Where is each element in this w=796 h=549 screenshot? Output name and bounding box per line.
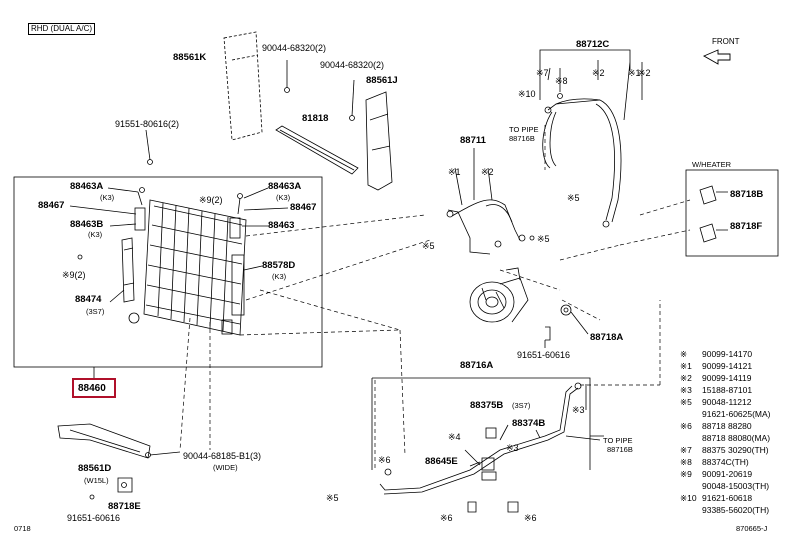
part-88645E[interactable]: 88645E bbox=[425, 456, 458, 467]
part-88718F[interactable]: 88718F bbox=[730, 221, 763, 232]
part-88463A-right[interactable]: 88463A bbox=[268, 181, 302, 192]
part-88375B-sub: (3S7) bbox=[512, 401, 531, 410]
part-88578D[interactable]: 88578D bbox=[262, 260, 296, 271]
star-6[interactable]: ※6 bbox=[378, 455, 391, 465]
star-2b[interactable]: ※2 bbox=[638, 68, 651, 78]
to-pipe-a2: 88716B bbox=[509, 134, 535, 143]
receiver-88474 bbox=[121, 237, 135, 303]
hose-88711 bbox=[447, 199, 521, 255]
part-88578D-sub: (K3) bbox=[272, 272, 287, 281]
star-7[interactable]: ※7 bbox=[536, 68, 549, 78]
part-88463A-left-sub: (K3) bbox=[100, 193, 115, 202]
to-pipe-b2: 88716B bbox=[607, 445, 633, 454]
heater-label: W/HEATER bbox=[692, 160, 732, 169]
pipe-88716A bbox=[379, 385, 573, 491]
part-88375B[interactable]: 88375B bbox=[470, 400, 504, 411]
part-81818[interactable]: 81818 bbox=[302, 113, 329, 124]
part-91651-60616-left[interactable]: 91651-60616 bbox=[67, 513, 121, 523]
star-3a[interactable]: ※3 bbox=[572, 405, 585, 415]
star-5d[interactable]: ※5 bbox=[326, 493, 339, 503]
shroud-88561J bbox=[365, 91, 393, 191]
condenser-group-frame bbox=[13, 176, 323, 368]
seal-81818 bbox=[275, 125, 359, 175]
part-91551-80616[interactable]: 91551-80616(2) bbox=[115, 119, 180, 129]
part-91651-60616-right[interactable]: 91651-60616 bbox=[517, 350, 571, 360]
part-88467-right[interactable]: 88467 bbox=[290, 202, 317, 213]
compressor bbox=[469, 267, 529, 323]
part-88463B[interactable]: 88463B bbox=[70, 219, 104, 230]
part-88716A[interactable]: 88716A bbox=[460, 360, 494, 371]
part-88561K[interactable]: 88561K bbox=[173, 52, 207, 63]
front-label: FRONT bbox=[712, 37, 740, 46]
part-88711[interactable]: 88711 bbox=[460, 135, 486, 146]
part-88474-sub: (3S7) bbox=[86, 307, 105, 316]
star-6c[interactable]: ※6 bbox=[524, 513, 537, 523]
star-5c[interactable]: ※5 bbox=[537, 234, 550, 244]
part-88374B[interactable]: 88374B bbox=[512, 418, 546, 429]
star-2a[interactable]: ※2 bbox=[592, 68, 605, 78]
part-88718A[interactable]: 88718A bbox=[590, 332, 624, 343]
shroud-88561K bbox=[223, 31, 263, 141]
part-star9-right[interactable]: ※9(2) bbox=[199, 195, 223, 205]
to-pipe-b: TO PIPE bbox=[603, 436, 633, 445]
header-tag: RHD (DUAL A/C) bbox=[28, 23, 96, 35]
footer-left-code: 0718 bbox=[14, 524, 31, 533]
star-1b[interactable]: ※1 bbox=[448, 167, 461, 177]
highlight-box[interactable]: 88460 bbox=[72, 378, 116, 398]
part-88712C[interactable]: 88712C bbox=[576, 39, 610, 50]
legend-row: 90048-15003(TH) bbox=[702, 481, 770, 491]
star-3b[interactable]: ※3 bbox=[506, 443, 519, 453]
part-88467-left[interactable]: 88467 bbox=[38, 200, 65, 211]
legend-row: ※90099-14170 bbox=[680, 349, 753, 359]
front-arrow-icon bbox=[702, 49, 731, 65]
legend-row: 88718 88080(MA) bbox=[702, 433, 771, 443]
star-6b[interactable]: ※6 bbox=[440, 513, 453, 523]
part-88463A-left[interactable]: 88463A bbox=[70, 181, 104, 192]
star-4[interactable]: ※4 bbox=[448, 432, 461, 442]
pipe-group-frame bbox=[371, 377, 591, 470]
part-90044-68185-sub: (WIDE) bbox=[213, 463, 238, 472]
heater-box bbox=[685, 169, 779, 257]
star-1a[interactable]: ※1 bbox=[628, 68, 641, 78]
part-88718E[interactable]: 88718E bbox=[108, 501, 141, 512]
part-88463[interactable]: 88463 bbox=[268, 220, 295, 231]
legend-row: 91621-60625(MA) bbox=[702, 409, 771, 419]
footer-right-code: 870665-J bbox=[736, 524, 768, 533]
part-88561D[interactable]: 88561D bbox=[78, 463, 112, 474]
star-8[interactable]: ※8 bbox=[555, 76, 568, 86]
part-88718B[interactable]: 88718B bbox=[730, 189, 764, 200]
star-2c[interactable]: ※2 bbox=[481, 167, 494, 177]
star-10[interactable]: ※10 bbox=[518, 89, 536, 99]
part-90044-68185[interactable]: 90044-68185-B1(3) bbox=[183, 451, 262, 461]
part-88463B-sub: (K3) bbox=[88, 230, 103, 239]
duct-88561D bbox=[57, 423, 151, 459]
star-5b[interactable]: ※5 bbox=[422, 241, 435, 251]
part-88561J[interactable]: 88561J bbox=[366, 75, 398, 86]
part-star9-left[interactable]: ※9(2) bbox=[62, 270, 86, 280]
to-pipe-a: TO PIPE bbox=[509, 125, 539, 134]
part-88463A-right-sub: (K3) bbox=[276, 193, 291, 202]
part-90044-68320-b[interactable]: 90044-68320(2) bbox=[320, 60, 385, 70]
part-90044-68320-a[interactable]: 90044-68320(2) bbox=[262, 43, 327, 53]
star-5a[interactable]: ※5 bbox=[567, 193, 580, 203]
highlight-part-label: 88460 bbox=[78, 383, 106, 394]
part-88474[interactable]: 88474 bbox=[75, 294, 102, 305]
part-88561D-sub: (W15L) bbox=[84, 476, 109, 485]
legend-row: 93385-56020(TH) bbox=[702, 505, 770, 515]
